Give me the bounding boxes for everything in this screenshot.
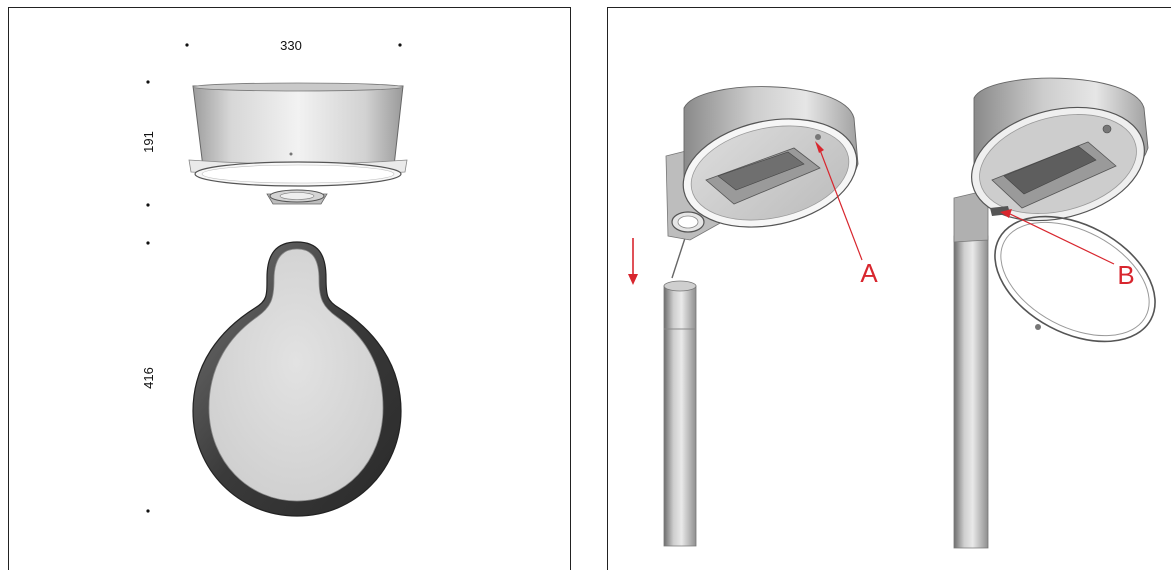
mounting-direction-arrow-icon: [628, 238, 638, 285]
luminaire-side-view: [188, 82, 408, 205]
dimension-height-top-label: 416: [141, 367, 156, 389]
dimension-markers: [146, 43, 402, 513]
dimension-height-side-label: 191: [141, 131, 156, 153]
callout-a-marker: [815, 141, 824, 153]
callout-b-marker: [1000, 209, 1012, 218]
callout-a-leader: [819, 149, 863, 261]
luminaire-mounting-figure: A: [628, 86, 878, 547]
dimension-width-label: 330: [280, 38, 302, 53]
luminaire-open-figure: B: [953, 77, 1156, 549]
dimension-drawing: 330 191 416: [141, 38, 408, 517]
dimension-drawing-panel: 330 191 416: [8, 7, 571, 570]
installation-illustration: A: [628, 77, 1156, 549]
callout-a-label: A: [860, 258, 878, 288]
installation-illustration-panel: A: [607, 7, 1171, 570]
callout-b-leader: [1007, 212, 1115, 265]
luminaire-top-view: [192, 241, 402, 517]
callout-b-label: B: [1117, 260, 1134, 290]
